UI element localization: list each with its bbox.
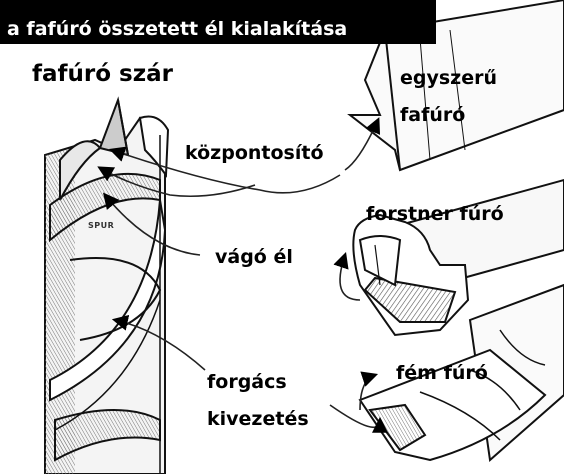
arrow-metal-bit-2 [329, 404, 388, 433]
label-chip-line1: forgács [207, 371, 287, 393]
label-simple-bit-line2: fafúró [400, 104, 466, 126]
label-cutting-edge: vágó él [215, 246, 293, 268]
arrow-chip-removal [111, 314, 206, 371]
metal-twist-bit [358, 283, 564, 462]
arrow-forstner [333, 251, 361, 301]
arrow-cutting-edge [102, 192, 201, 256]
arrow-metal-bit [359, 371, 379, 411]
label-shank: fafúró szár [32, 61, 173, 87]
forstner-bit [352, 178, 564, 337]
brad-point-bit [44, 96, 170, 474]
label-simple-bit-line1: egyszerű [400, 67, 498, 89]
label-forstner: forstner fúró [366, 203, 504, 225]
label-center-point: központosító [185, 142, 324, 164]
label-chip-line2: kivezetés [207, 408, 309, 430]
diagram-title: a fafúró összetett él kialakítása [7, 18, 348, 40]
callout-arrows [97, 117, 388, 433]
arrow-spur [97, 166, 256, 197]
label-metal-bit: fém fúró [396, 362, 488, 384]
label-spur: SPUR [88, 221, 115, 230]
arrow-simple-bit [344, 117, 381, 171]
arrow-center-point [108, 146, 341, 194]
